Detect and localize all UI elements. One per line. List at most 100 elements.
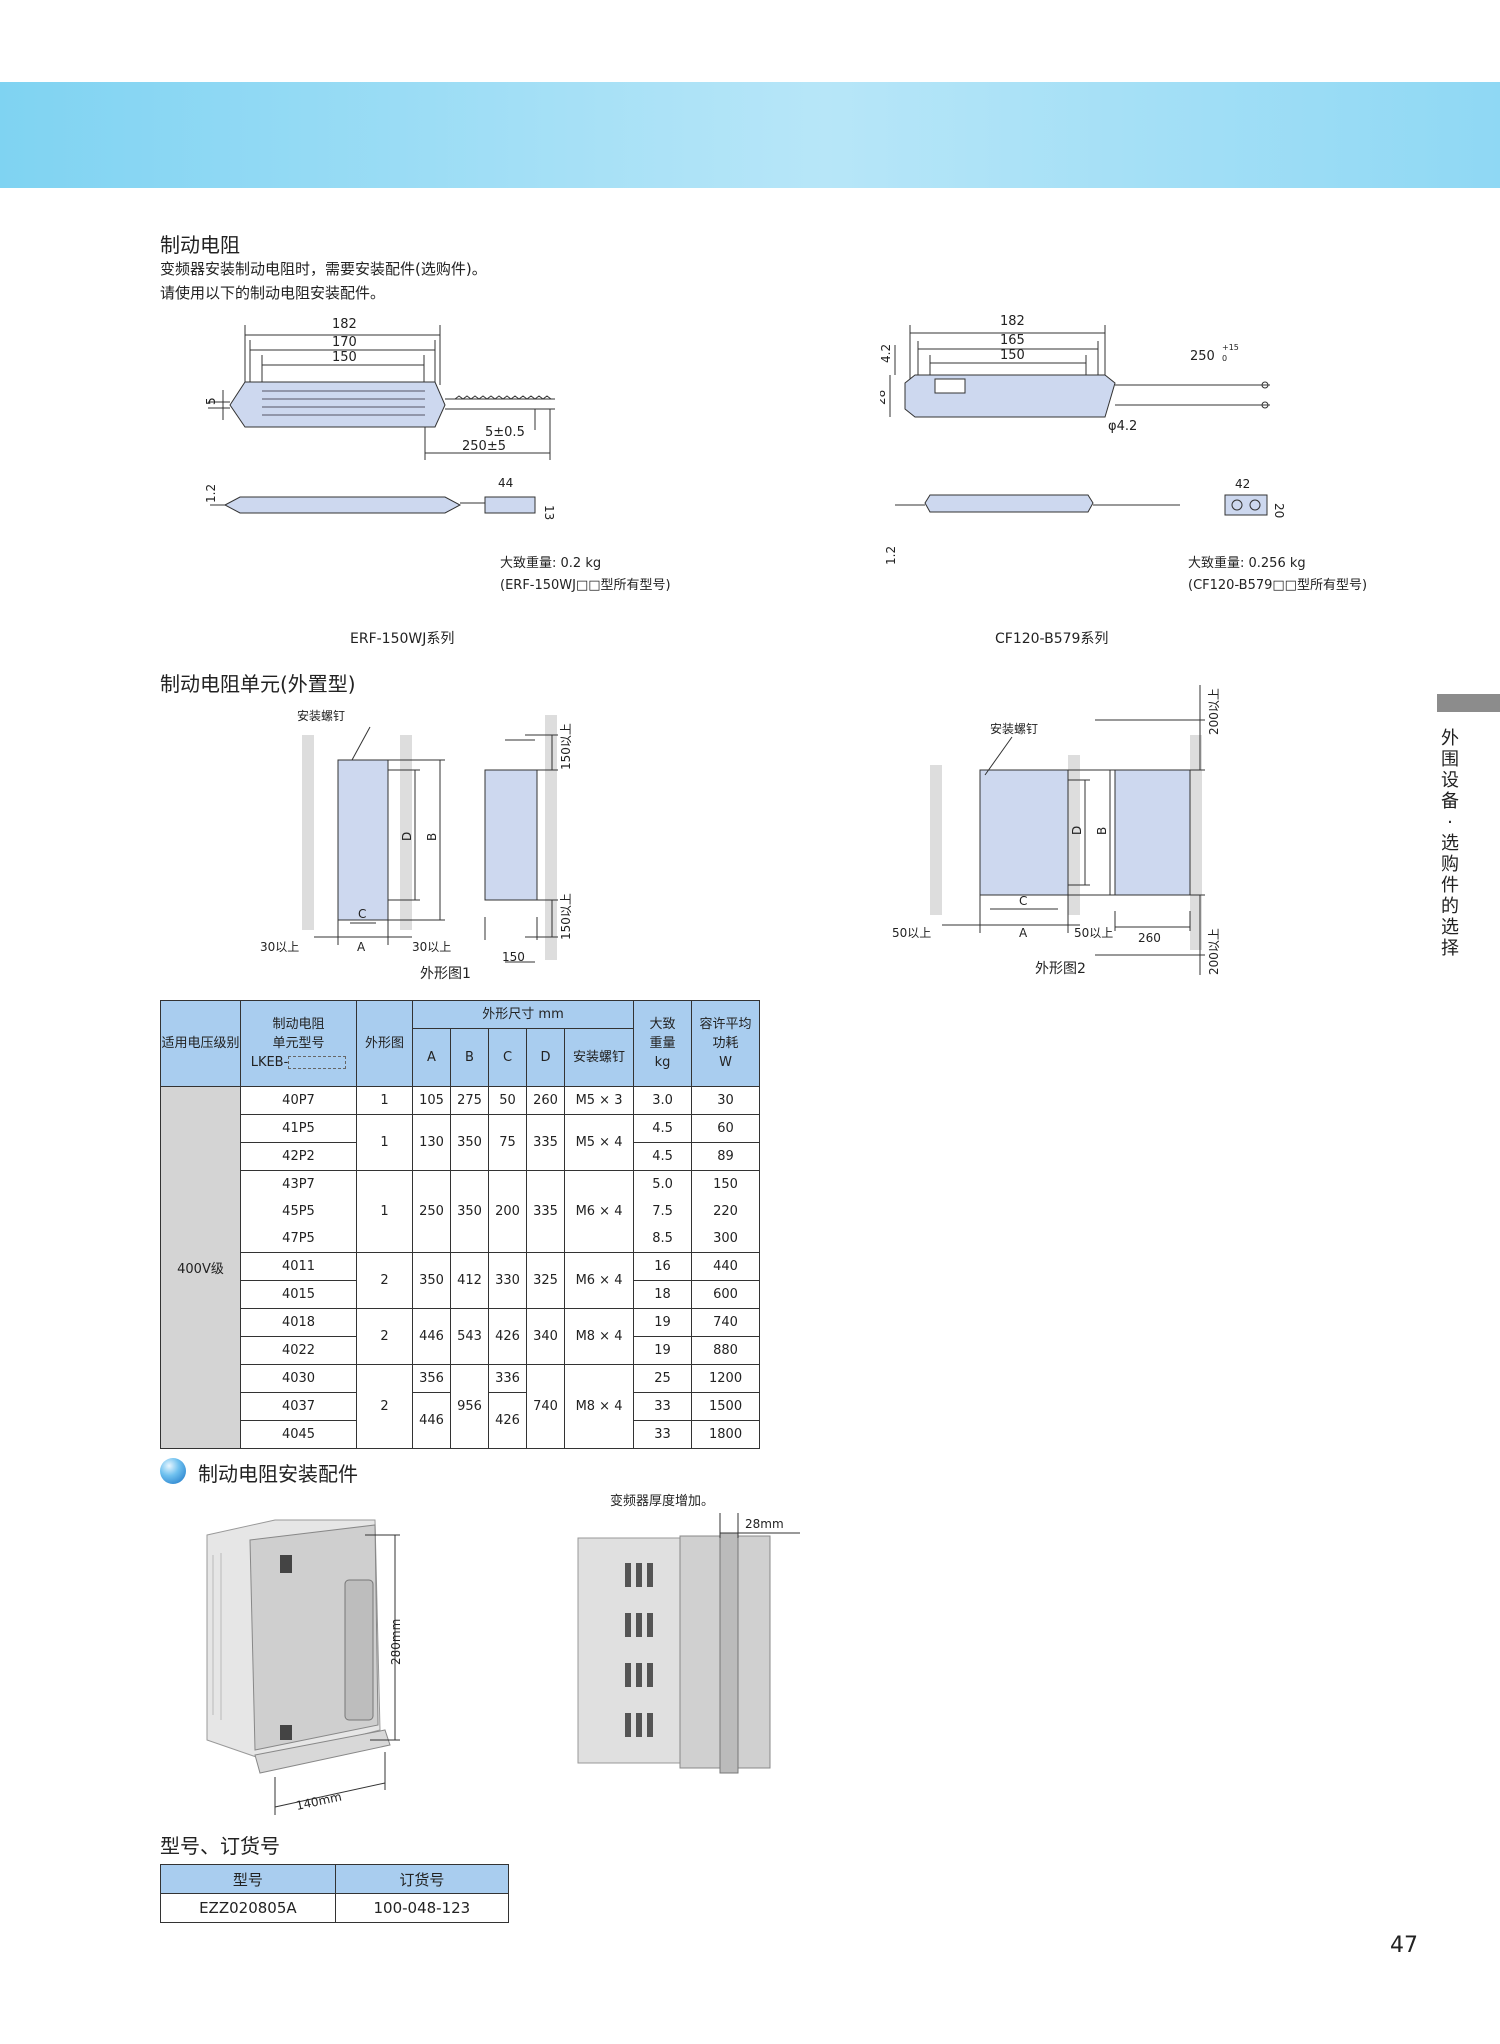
- fig1-caption: 外形图1: [420, 966, 471, 982]
- fig1-d: D: [400, 832, 414, 841]
- fig2-d: D: [1070, 826, 1084, 835]
- fig1-bottom-clearance: 150以上: [559, 893, 573, 940]
- fig2-a: A: [1019, 926, 1028, 940]
- fig1-b: B: [425, 833, 439, 841]
- dim-28: 28: [880, 390, 888, 405]
- model-cell: 4037: [240, 1392, 357, 1421]
- mounting-kit-photo-1: 280mm 140mm: [206, 1519, 403, 1815]
- model-cell: 4030: [240, 1364, 357, 1393]
- model-cell: 4045: [240, 1420, 357, 1449]
- dim-250pm5: 250±5: [462, 439, 506, 454]
- fig2-c: C: [1019, 894, 1027, 908]
- fig2-top-clearance: 200以上: [1207, 688, 1221, 735]
- thickness-note: 变频器厚度增加。: [610, 1494, 715, 1509]
- fig2-b: B: [1095, 827, 1109, 835]
- order-number-cell: 100-048-123: [334, 1893, 510, 1923]
- side-section-label: 外围设备·选购件的选择: [1441, 728, 1459, 959]
- fig1-left-clearance: 30以上: [260, 940, 299, 954]
- dim-13: 13: [542, 505, 556, 520]
- dim-150: 150: [332, 350, 357, 365]
- page-number: 47: [1390, 1933, 1418, 1958]
- section-title-model-order: 型号、订货号: [160, 1834, 280, 1858]
- dim-42: 42: [1235, 477, 1250, 491]
- cf120b579-drawing: 182 165 150 4.2 28 250 +15 0 φ4.2 1.2 42…: [880, 314, 1367, 593]
- note-erf: (ERF-150WJ□□型所有型号): [500, 578, 671, 593]
- dim-1-2-r: 1.2: [884, 546, 898, 565]
- section-bullet-icon: [160, 1458, 186, 1484]
- model-number-cell: EZZ020805A: [160, 1893, 336, 1923]
- model-cell: 45P5: [240, 1198, 357, 1225]
- fig2-left-clearance: 50以上: [892, 926, 931, 940]
- dim-182-r: 182: [1000, 314, 1025, 329]
- dim-5: 5: [204, 397, 218, 405]
- weight-erf: 大致重量: 0.2 kg: [500, 555, 601, 571]
- model-cell: 43P7: [240, 1170, 357, 1198]
- fig1-a: A: [357, 940, 366, 954]
- fig1-screw-label: 安装螺钉: [297, 708, 345, 723]
- model-cell: 47P5: [240, 1225, 357, 1253]
- header-order-number: 订货号: [334, 1864, 510, 1894]
- dim-1-2: 1.2: [204, 484, 218, 503]
- section-title-mounting-kit: 制动电阻安装配件: [198, 1462, 358, 1486]
- model-cell: 41P5: [240, 1114, 357, 1143]
- header-d: D: [526, 1028, 565, 1087]
- dim-20: 20: [1272, 503, 1286, 518]
- dim-tol-zero: 0: [1222, 354, 1227, 363]
- header-screw: 安装螺钉: [563, 1028, 635, 1087]
- note-cf: (CF120-B579□□型所有型号): [1188, 578, 1367, 593]
- model-cell: 4015: [240, 1280, 357, 1309]
- header-model-number: 型号: [160, 1864, 336, 1894]
- dim-150-r: 150: [1000, 348, 1025, 363]
- header-a: A: [412, 1028, 451, 1087]
- description-line-2: 请使用以下的制动电阻安装配件。: [160, 284, 386, 302]
- dim-182: 182: [332, 317, 357, 332]
- header-banner: [0, 82, 1500, 188]
- voltage-class-cell: 400V级: [160, 1086, 241, 1449]
- header-b: B: [450, 1028, 489, 1087]
- description-line-1: 变频器安装制动电阻时，需要安装配件(选购件)。: [160, 260, 487, 278]
- dim-44: 44: [498, 476, 513, 490]
- fig2-right-clearance: 50以上: [1074, 926, 1113, 940]
- header-c: C: [488, 1028, 527, 1087]
- fig2-w260: 260: [1138, 931, 1161, 945]
- dim-165: 165: [1000, 333, 1025, 348]
- model-order-table: 型号 订货号 EZZ020805A 100-048-123: [160, 1864, 510, 1923]
- model-cell: 4011: [240, 1252, 357, 1281]
- fig2-screw-label: 安装螺钉: [990, 721, 1038, 736]
- weight-cf: 大致重量: 0.256 kg: [1188, 555, 1306, 571]
- outline-figure-1: 安装螺钉 D B C A 30以上 30以上 150 150以上 150以上: [260, 708, 573, 964]
- section-title-resistor-unit: 制动电阻单元(外置型): [160, 672, 356, 696]
- outline-figure-2: 安装螺钉 D B C A 50以上 50以上 260 200以上 200以上: [892, 685, 1221, 975]
- dim-tol-plus: +15: [1222, 343, 1239, 352]
- erf150wj-drawing: 182 170 150 5 5±0.5 250±5 1.2 44 13 大致重量…: [204, 317, 671, 593]
- model-cell: 4022: [240, 1336, 357, 1365]
- dim-phi42: φ4.2: [1108, 419, 1137, 434]
- side-tab-marker: [1437, 694, 1500, 712]
- model-cell: 42P2: [240, 1142, 357, 1171]
- dim-5pm05: 5±0.5: [485, 425, 525, 440]
- header-voltage: 适用电压级别: [160, 1000, 241, 1087]
- model-cell: 40P7: [240, 1086, 357, 1115]
- section-title-braking-resistor: 制动电阻: [160, 233, 240, 257]
- dim-4-2: 4.2: [880, 344, 893, 363]
- fig1-right-clearance: 30以上: [412, 940, 451, 954]
- fig2-bottom-clearance: 200以上: [1207, 928, 1221, 975]
- model-cell: 4018: [240, 1308, 357, 1337]
- dim-28mm: 28mm: [745, 1517, 784, 1531]
- dim-250-r: 250: [1190, 349, 1215, 364]
- dim-170: 170: [332, 335, 357, 350]
- caption-cf120b579: CF120-B579系列: [995, 631, 1109, 647]
- mounting-kit-photo-2: 28mm: [577, 1513, 800, 1774]
- caption-erf150wj: ERF-150WJ系列: [350, 631, 455, 647]
- dim-280mm: 280mm: [389, 1619, 403, 1665]
- header-dimensions: 外形尺寸 mm: [411, 1000, 635, 1029]
- header-figure: 外形图: [356, 1000, 413, 1087]
- fig1-top-clearance: 150以上: [559, 723, 573, 770]
- dim-140mm: 140mm: [295, 1790, 343, 1813]
- fig1-w150: 150: [502, 950, 525, 964]
- fig1-c: C: [358, 907, 366, 921]
